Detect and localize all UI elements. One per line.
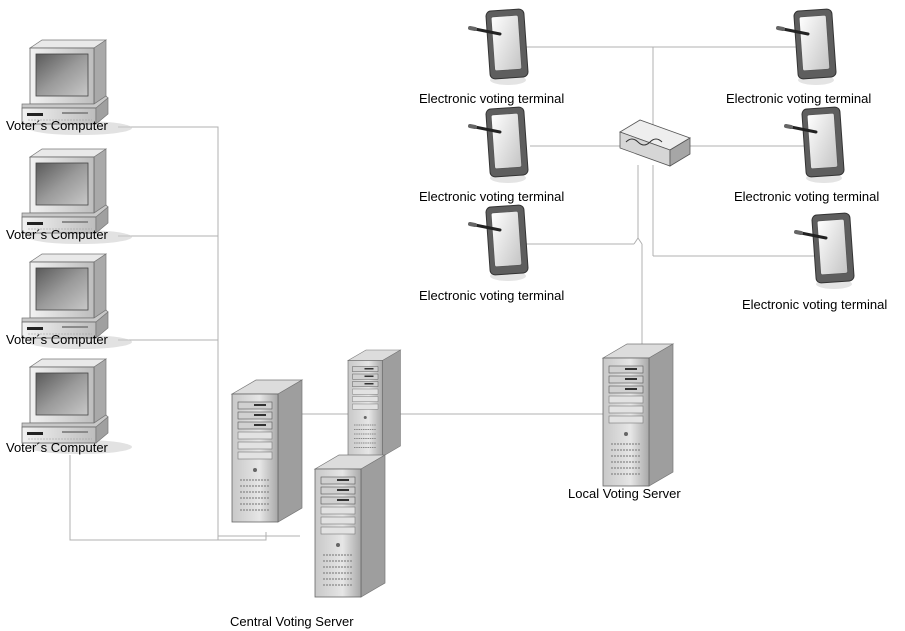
central-voting-server-aux-2-icon	[314, 454, 386, 598]
voting-terminal-6-icon	[794, 210, 857, 291]
voter-computer-label-3: Voter´s Computer	[6, 332, 108, 347]
voter-computer-label-2: Voter´s Computer	[6, 227, 108, 242]
voting-terminal-1-icon	[468, 6, 531, 88]
network-router-icon	[619, 119, 691, 167]
voting-terminal-label-6: Electronic voting terminal	[742, 297, 888, 312]
central-voting-server-main-icon	[231, 379, 303, 523]
voting-terminal-label-4: Electronic voting terminal	[726, 91, 872, 106]
voter-computer-label-1: Voter´s Computer	[6, 118, 108, 133]
voting-terminal-label-2: Electronic voting terminal	[419, 189, 565, 204]
local-voting-server-label: Local Voting Server	[568, 486, 681, 501]
voting-terminal-2-icon	[468, 104, 531, 185]
central-voting-server-label: Central Voting Server	[230, 614, 354, 629]
voter-computer-label-4: Voter´s Computer	[6, 440, 108, 455]
voting-terminal-label-1: Electronic voting terminal	[419, 91, 565, 106]
voting-terminal-label-5: Electronic voting terminal	[734, 189, 880, 204]
local-voting-server-icon	[602, 343, 674, 487]
voting-terminal-3-icon	[468, 202, 531, 283]
voting-terminal-label-3: Electronic voting terminal	[419, 288, 565, 303]
central-voting-server-aux-1-icon	[347, 349, 401, 457]
voting-terminal-5-icon	[784, 104, 847, 185]
